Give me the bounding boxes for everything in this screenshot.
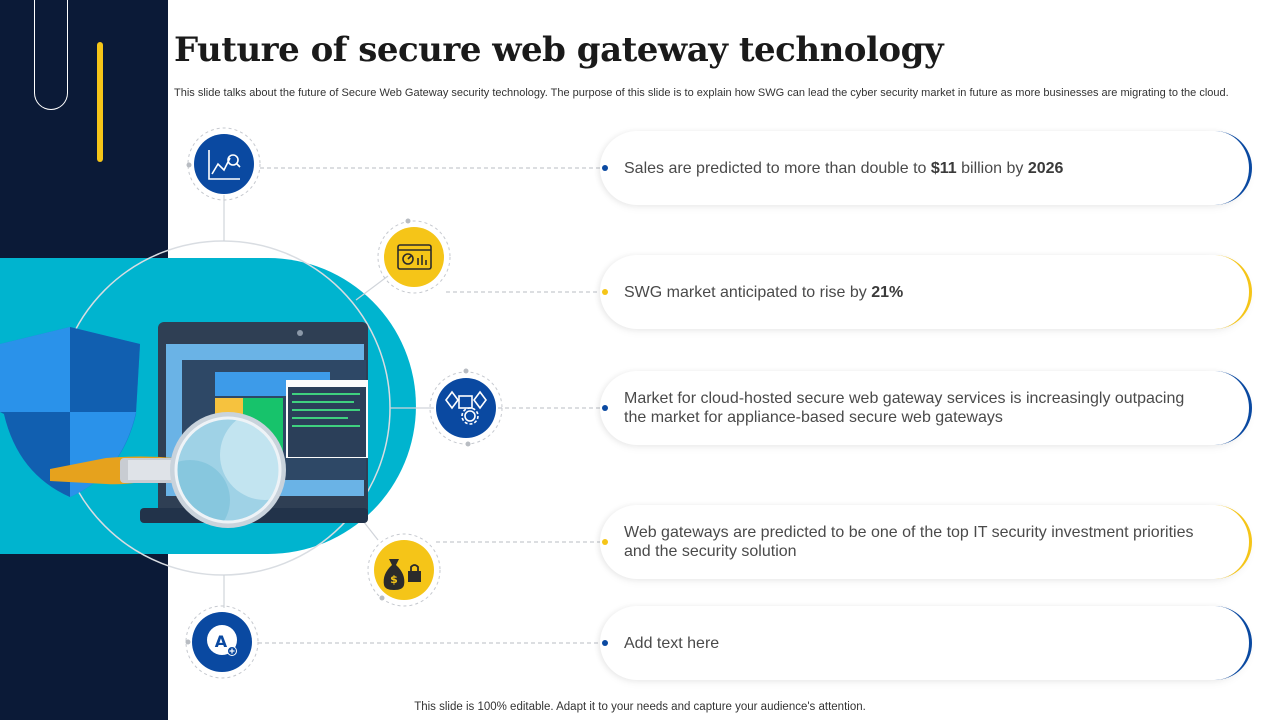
footer-note: This slide is 100% editable. Adapt it to…	[414, 701, 866, 713]
info-card-1: Sales are predicted to more than double …	[600, 131, 1252, 205]
info-card-5: Add text here	[600, 606, 1252, 680]
card-accent-arc	[1172, 505, 1252, 579]
card-dot	[602, 165, 608, 171]
money-lock-icon: $	[367, 533, 441, 607]
paperclip-decoration	[34, 0, 68, 110]
page-title: Future of secure web gateway technology	[174, 30, 944, 70]
info-card-2: SWG market anticipated to rise by 21%	[600, 255, 1252, 329]
svg-text:$: $	[390, 573, 398, 586]
card-accent-arc	[1172, 371, 1252, 445]
card-text: SWG market anticipated to rise by 21%	[624, 283, 904, 301]
card-text: Market for cloud-hosted secure web gatew…	[624, 390, 1185, 426]
chart-search-icon	[186, 127, 261, 201]
page-subtitle: This slide talks about the future of Sec…	[174, 87, 1229, 99]
text-tool-icon: A	[185, 605, 259, 679]
card-text: Add text here	[624, 634, 720, 652]
dashboard-icon	[377, 218, 451, 294]
dashed-leaders	[258, 167, 600, 644]
card-dot	[602, 539, 608, 545]
card-accent-arc	[1172, 606, 1252, 680]
card-accent-arc	[1172, 255, 1252, 329]
card-text: Web gateways are predicted to be one of …	[624, 524, 1194, 560]
info-card-4: Web gateways are predicted to be one of …	[600, 505, 1252, 579]
card-dot	[602, 640, 608, 646]
accent-bar	[97, 42, 103, 162]
gears-icon	[429, 368, 503, 447]
svg-text:A: A	[215, 632, 228, 651]
card-dot	[602, 405, 608, 411]
info-card-3: Market for cloud-hosted secure web gatew…	[600, 371, 1252, 445]
card-accent-arc	[1172, 131, 1252, 205]
magnifier-illustration	[50, 412, 286, 528]
card-text: Sales are predicted to more than double …	[624, 159, 1064, 177]
connector-lines	[223, 195, 434, 608]
card-dot	[602, 289, 608, 295]
